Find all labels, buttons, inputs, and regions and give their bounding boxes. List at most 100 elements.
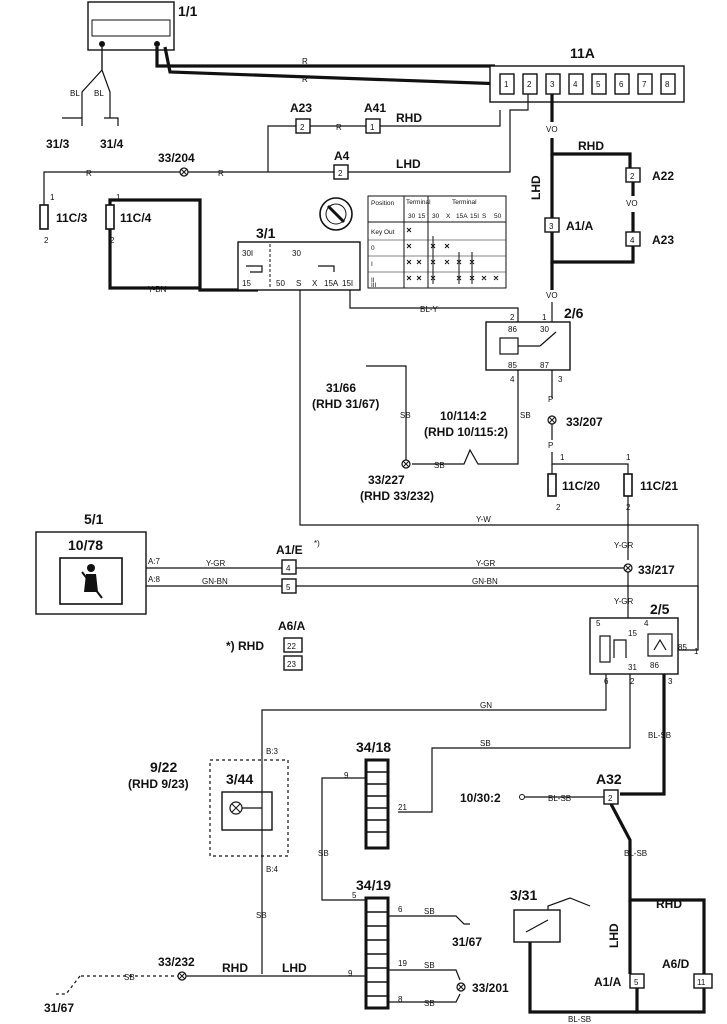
svg-text:2: 2 (510, 313, 515, 322)
svg-text:5: 5 (596, 80, 601, 89)
fuse-11c-3: 1 2 11C/3 (39, 193, 88, 245)
svg-text:2: 2 (110, 236, 115, 245)
label-31-66: 31/66 (326, 381, 356, 395)
svg-text:2: 2 (338, 169, 343, 178)
bulb-icon (229, 801, 243, 815)
label-a32: A32 (596, 771, 622, 787)
label-rhd-note: *) RHD (226, 639, 264, 653)
label-a4: A4 (334, 149, 350, 163)
wire-label-sb-6: SB (318, 849, 329, 858)
table-row-label: Key Out (371, 229, 395, 236)
table-row-label: II (371, 277, 375, 284)
svg-text:87: 87 (540, 361, 549, 370)
label-a6a: A6/A (278, 619, 306, 633)
table-col: 15I (470, 213, 479, 220)
wire-label-sb-4: SB (480, 739, 491, 748)
svg-text:B:4: B:4 (266, 865, 279, 874)
fuse-11c-20: 1 2 11C/20 (547, 453, 600, 512)
switch-3-31: 3/31 (510, 887, 591, 943)
wire-label-y-w: Y-W (476, 515, 491, 524)
wire-label-bl-1: BL (70, 89, 80, 98)
fuse-box-11a: 11A (489, 45, 685, 103)
svg-text:15: 15 (242, 279, 251, 288)
label-33-232: 33/232 (158, 955, 195, 969)
table-row-label: 0 (371, 245, 375, 252)
connector-34-19: 34/19 5 6 19 9 8 (348, 877, 407, 1010)
component-1-1: 1/1 (87, 1, 198, 51)
table-position-header: Position (371, 200, 395, 207)
table-col: 15 (418, 213, 426, 220)
label-31-4: 31/4 (100, 137, 124, 151)
label-lhd-bottom: LHD (282, 961, 307, 975)
seatbelt-icon (81, 564, 103, 599)
svg-text:85: 85 (508, 361, 517, 370)
wire-label-vo-3: VO (546, 291, 558, 300)
svg-text:50: 50 (276, 279, 285, 288)
label-2-6: 2/6 (564, 305, 584, 321)
connector-34-18: 34/18 9 21 (344, 739, 407, 850)
label-34-18: 34/18 (356, 739, 391, 755)
svg-text:4: 4 (573, 80, 578, 89)
label-lhd-br: LHD (607, 923, 621, 948)
svg-text:2: 2 (630, 172, 635, 181)
ignition-switch-3-1: 3/1 30I 30 15 50 S X 15A 15I (237, 225, 361, 291)
wire-label-bl-y: BL-Y (420, 305, 438, 314)
splice-33-232: 33/232 (158, 955, 195, 981)
svg-text:15I: 15I (342, 279, 353, 288)
label-33-227-rhd: (RHD 33/232) (360, 489, 434, 503)
label-9-22: 9/22 (150, 759, 177, 775)
svg-text:4: 4 (286, 564, 291, 573)
svg-text:B:3: B:3 (266, 747, 279, 756)
svg-text:5: 5 (634, 978, 639, 987)
connector-a23-right: 4 A23 (625, 231, 674, 247)
component-9-22: 9/22 (RHD 9/23) 3/44 B:3 B:4 (128, 747, 289, 874)
svg-text:30: 30 (292, 249, 301, 258)
svg-text:4: 4 (630, 236, 635, 245)
wire-label-sb-7: SB (424, 907, 435, 916)
label-rhd-a41: RHD (396, 111, 422, 125)
label-10-114: 10/114:2 (440, 409, 487, 423)
wire-label-sb-1: SB (520, 411, 531, 420)
label-rhd-right: RHD (578, 139, 604, 153)
connector-a6a: A6/A 22 23 *) RHD (226, 619, 306, 671)
wire-label-vo-2: VO (626, 199, 638, 208)
svg-text:15: 15 (628, 629, 637, 638)
svg-text:7: 7 (642, 80, 647, 89)
label-a6d: A6/D (662, 957, 690, 971)
wire-label-r-1: R (302, 57, 308, 66)
table-row-label: I (371, 261, 373, 268)
wire-label-gn-bn-2: GN-BN (472, 577, 498, 586)
fuse-pin: 4 (568, 73, 584, 95)
svg-text:21: 21 (398, 803, 407, 812)
svg-text:1: 1 (116, 193, 121, 202)
svg-text:9: 9 (348, 969, 353, 978)
table-col: 50 (494, 213, 502, 220)
wire-label-sb-3: SB (400, 411, 411, 420)
svg-text:11: 11 (697, 978, 706, 987)
svg-text:1: 1 (694, 647, 699, 656)
wire-label-y-bn: Y-BN (148, 285, 167, 294)
wire-label-r-4: R (86, 169, 92, 178)
connector-a6d: 11 A6/D (662, 957, 713, 989)
wire-label-gn: GN (480, 701, 492, 710)
label-a23-right: A23 (652, 233, 674, 247)
wire-label-r-2: R (302, 75, 308, 84)
fuse-pin: 1 (499, 73, 515, 95)
label-lhd-a4: LHD (396, 157, 421, 171)
label-33-201: 33/201 (472, 981, 509, 995)
label-11c-3: 11C/3 (56, 211, 88, 225)
label-10-30: 10/30:2 (460, 791, 501, 805)
wire-label-p-1: P (548, 395, 553, 404)
svg-text:3: 3 (668, 677, 673, 686)
svg-text:8: 8 (665, 80, 670, 89)
svg-text:23: 23 (287, 660, 296, 669)
svg-text:9: 9 (344, 771, 349, 780)
label-a1a-bottom: A1/A (594, 975, 622, 989)
wire-label-p-2: P (548, 441, 553, 450)
label-9-22-rhd: (RHD 9/23) (128, 777, 189, 791)
ignition-position-table: Position Terminal Terminal 30 15 30 X 15… (367, 195, 507, 289)
fuse-pin: 6 (614, 73, 630, 95)
wire-label-r-5: R (218, 169, 224, 178)
svg-text:5: 5 (596, 619, 601, 628)
wire-label-y-gr-2: Y-GR (614, 597, 633, 606)
